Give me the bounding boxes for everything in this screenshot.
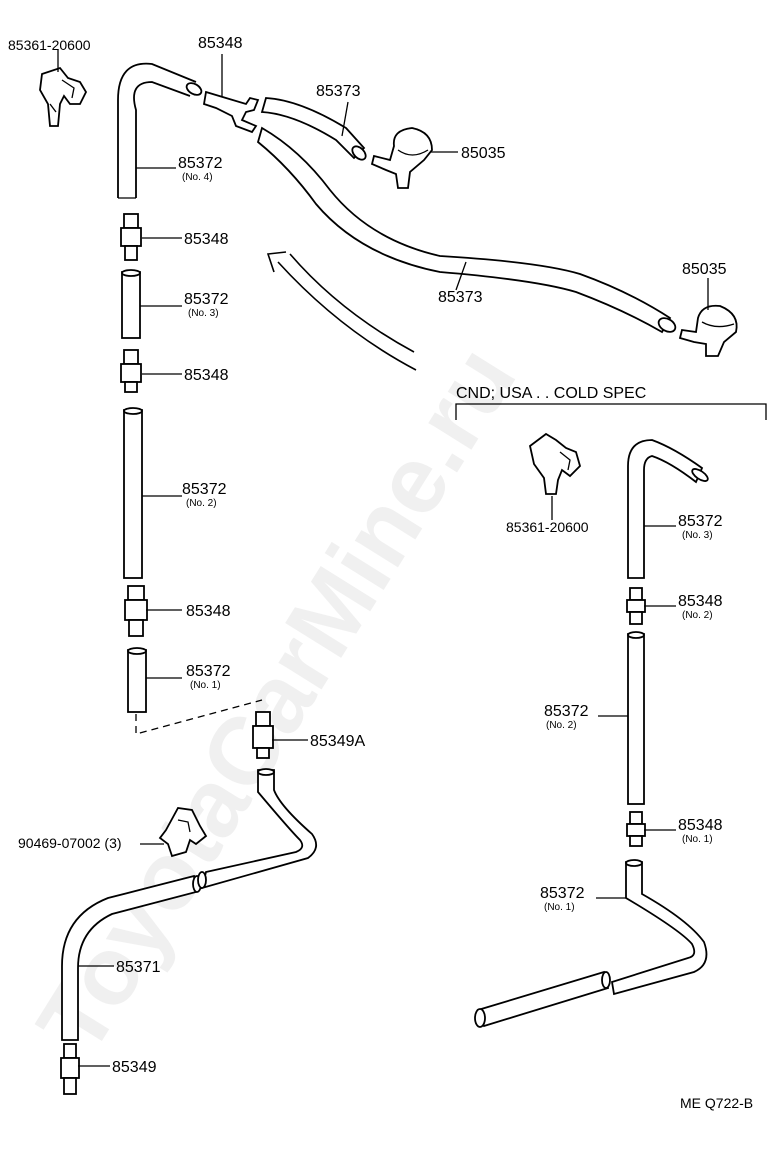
- label-85373-mid: 85373: [438, 289, 483, 306]
- label-85348-top: 85348: [198, 35, 243, 52]
- label-85035-right: 85035: [682, 261, 727, 278]
- label-85372-no3: 85372: [184, 291, 229, 308]
- label-85349A: 85349A: [310, 733, 365, 750]
- label-90469: 90469-07002 (3): [18, 835, 122, 851]
- hose-85373-long: [256, 126, 672, 334]
- connector-85348-b: [120, 349, 142, 393]
- label-85372-no3-sub: (No. 3): [188, 308, 219, 319]
- connector-r-85348-no2: [626, 587, 646, 625]
- label-85372-no2-sub: (No. 2): [186, 498, 217, 509]
- hose-r-85372-no2: [627, 633, 645, 805]
- hose-85372-no3: [121, 271, 141, 339]
- label-85348-a: 85348: [184, 231, 229, 248]
- hose-r-85372-no1: [610, 861, 708, 996]
- hose-85372-no4: [117, 62, 197, 198]
- label-r-85348-no1: 85348: [678, 817, 723, 834]
- label-r-85372-no1: 85372: [540, 885, 585, 902]
- t-connector-icon: [202, 90, 260, 134]
- label-85361-top: 85361-20600: [8, 37, 91, 53]
- dashed-link: [135, 699, 263, 735]
- label-r-85348-no1-sub: (No. 1): [682, 834, 713, 845]
- leader-lines-right: [551, 496, 676, 899]
- label-85372-no1: 85372: [186, 663, 231, 680]
- label-r-85372-no1-sub: (No. 1): [544, 902, 575, 913]
- connector-85349A: [252, 711, 274, 759]
- hose-r-85372-no3: [627, 439, 704, 579]
- clip-right-icon: [528, 432, 582, 495]
- label-85372-no2: 85372: [182, 481, 227, 498]
- label-85035-top: 85035: [461, 145, 506, 162]
- connector-85349: [60, 1043, 80, 1095]
- washer-nozzle-right-icon: [678, 304, 738, 357]
- label-r-85348-no2: 85348: [678, 593, 723, 610]
- label-85372-no4: 85372: [178, 155, 223, 172]
- label-r-85372-no3-sub: (No. 3): [682, 530, 713, 541]
- section-bracket: [455, 403, 767, 420]
- leader-lines: [57, 50, 709, 1067]
- connector-85348-c: [124, 585, 148, 637]
- label-r-85361: 85361-20600: [506, 519, 589, 535]
- direction-arrow: [266, 251, 417, 371]
- label-85371: 85371: [116, 959, 161, 976]
- label-r-85372-no2: 85372: [544, 703, 589, 720]
- label-85372-no1-sub: (No. 1): [190, 680, 221, 691]
- clamp-icon: [158, 807, 208, 858]
- label-85348-c: 85348: [186, 603, 231, 620]
- label-r-85372-no2-sub: (No. 2): [546, 720, 577, 731]
- label-r-85348-no2-sub: (No. 2): [682, 610, 713, 621]
- label-r-85372-no3: 85372: [678, 513, 723, 530]
- clip-icon: [39, 66, 88, 127]
- connector-r-85348-no1: [626, 811, 646, 847]
- hose-85372-no2: [123, 409, 143, 579]
- label-85348-b: 85348: [184, 367, 229, 384]
- label-85373-top: 85373: [316, 83, 361, 100]
- label-85372-no4-sub: (No. 4): [182, 172, 213, 183]
- footer-code: ME Q722-B: [680, 1095, 753, 1111]
- section-header: CND; USA . . COLD SPEC: [456, 385, 646, 402]
- connector-85348-a: [120, 213, 142, 261]
- watermark: ToyotaCarMine.ru: [17, 328, 536, 1071]
- washer-nozzle-icon: [370, 127, 433, 189]
- label-85349: 85349: [112, 1059, 157, 1076]
- hose-85372-no1: [127, 649, 147, 713]
